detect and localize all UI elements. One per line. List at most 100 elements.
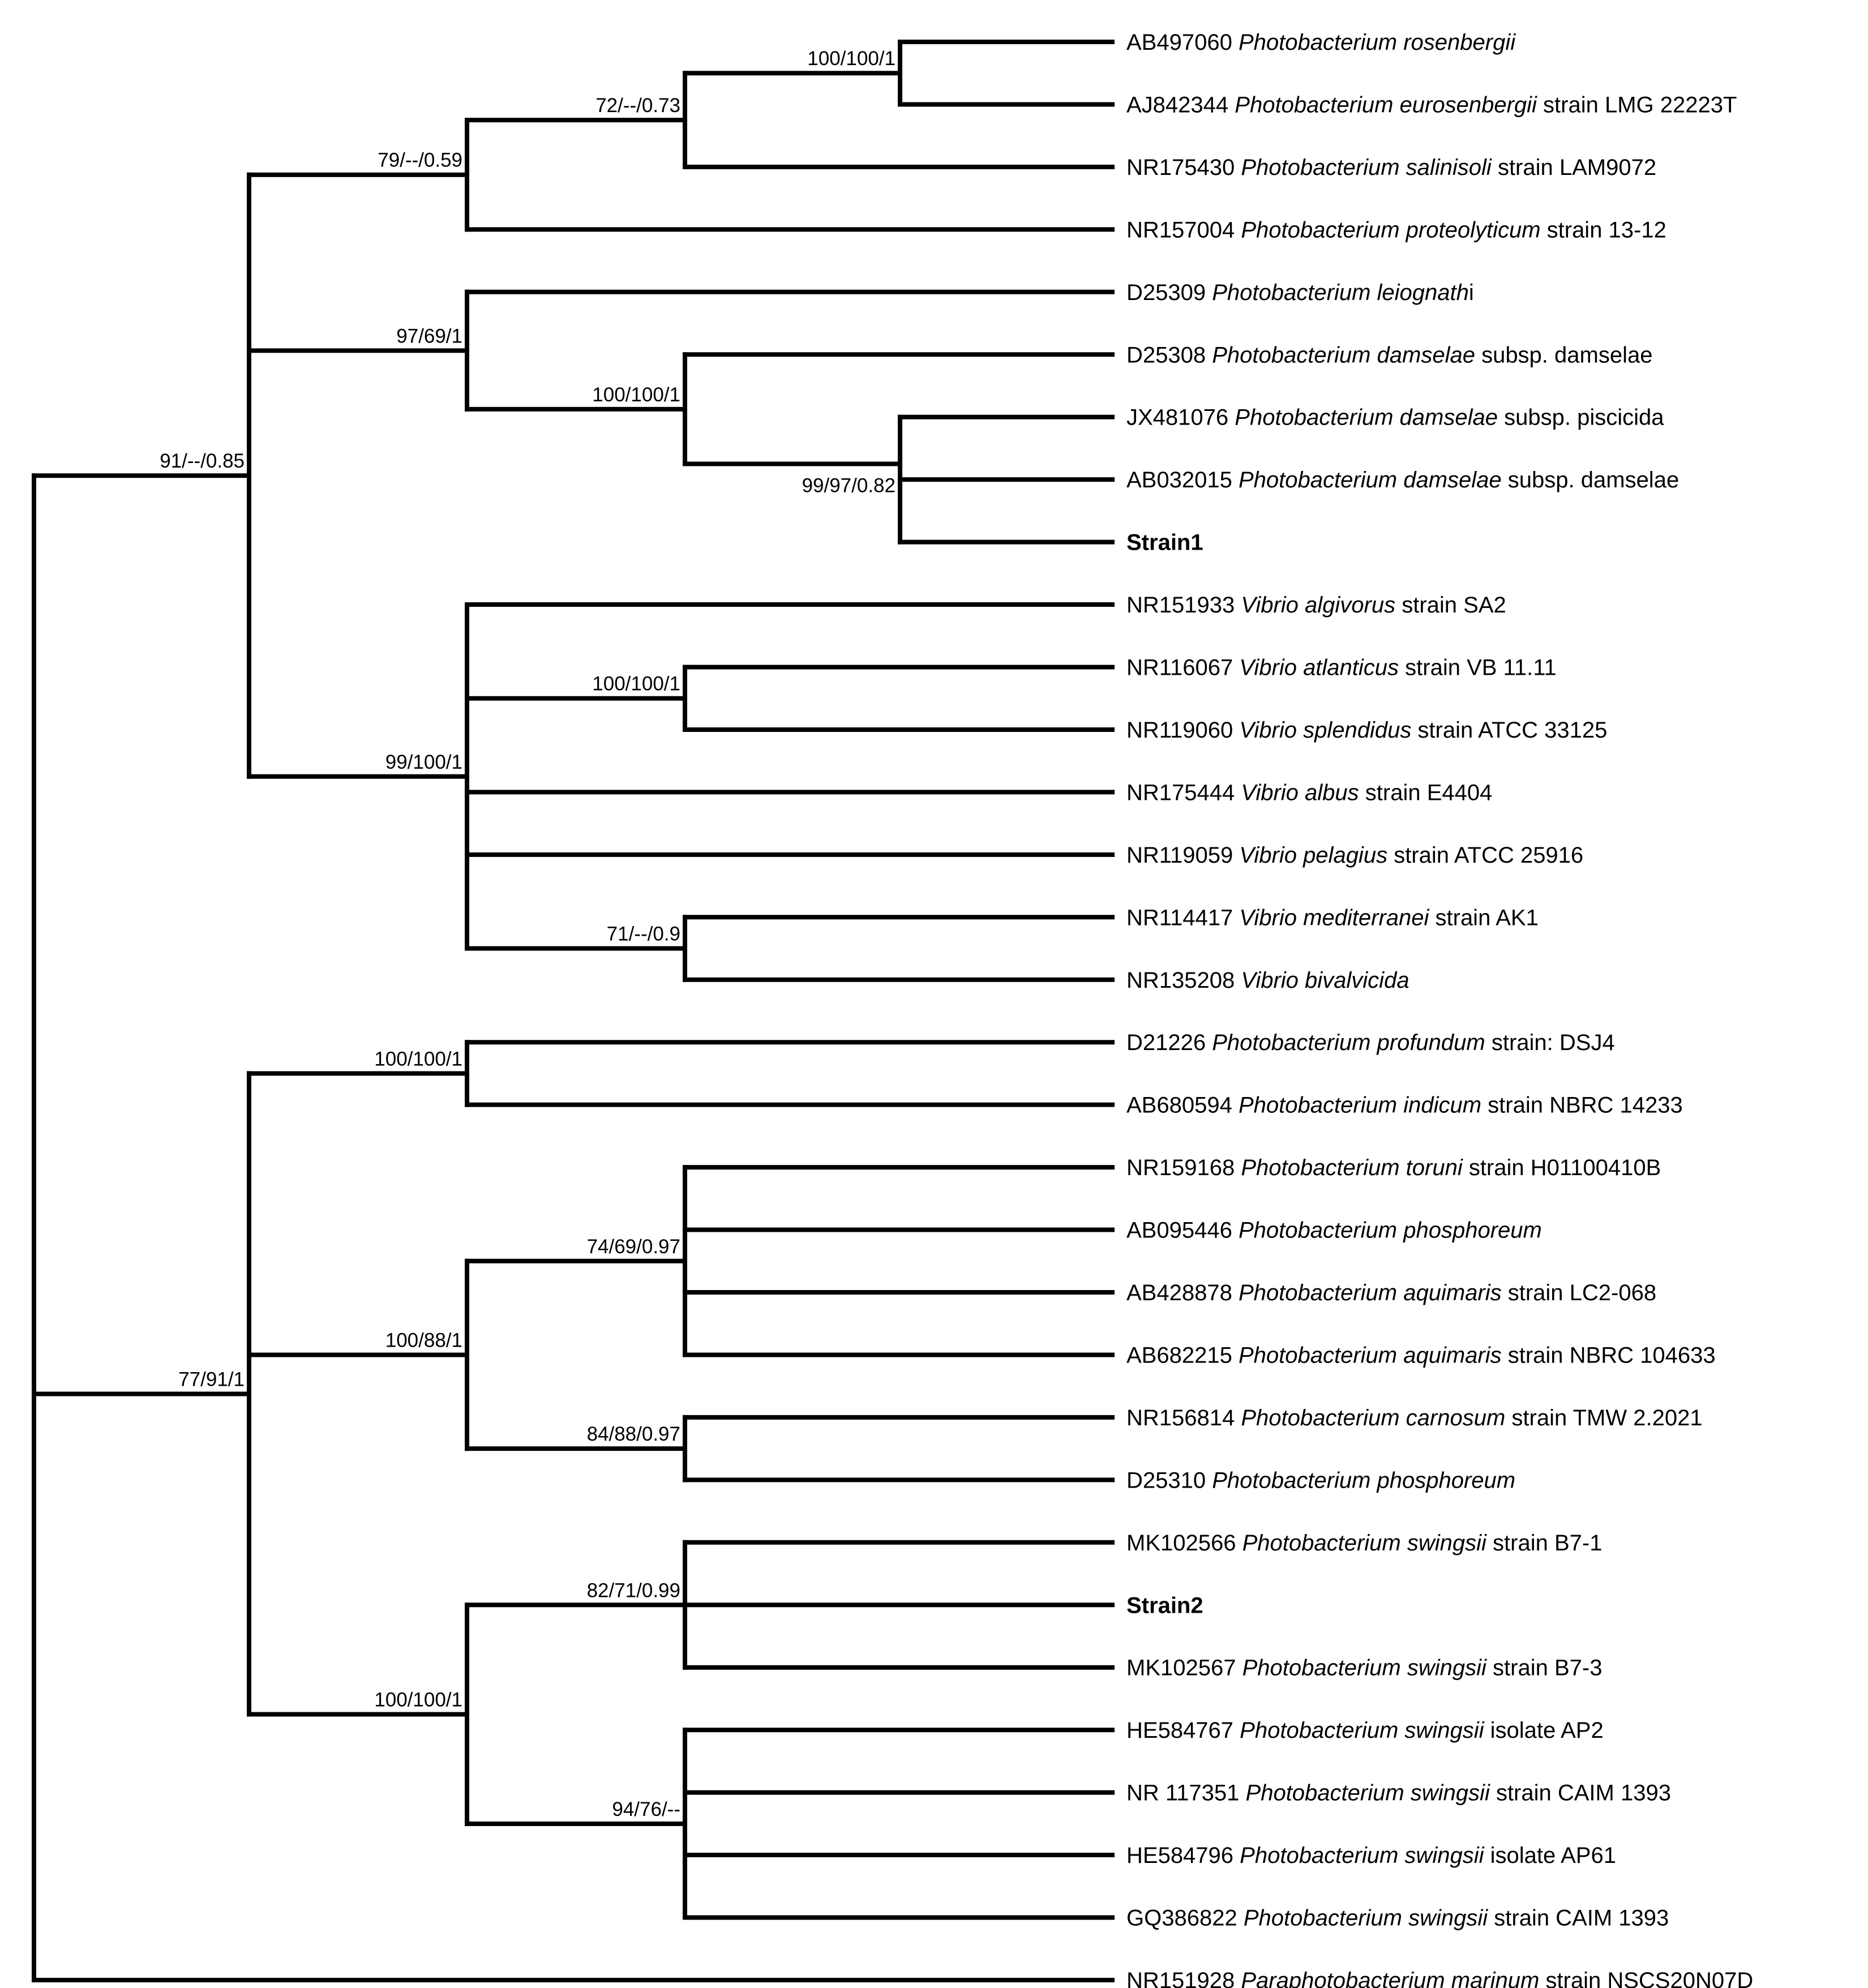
support-value: 100/88/1 [385, 1329, 462, 1351]
species-name: Photobacterium aquimaris [1239, 1343, 1502, 1368]
support-value: 100/100/1 [592, 673, 680, 695]
accession-number: AB095446 [1126, 1218, 1239, 1243]
accession-number: NR151928 [1126, 1968, 1241, 1988]
species-name: Photobacterium swingsii [1246, 1781, 1490, 1806]
accession-number: HE584796 [1126, 1843, 1240, 1868]
strain-suffix: strain: DSJ4 [1485, 1030, 1615, 1055]
accession-number: NR114417 [1126, 905, 1239, 930]
tip-label: D25308 Photobacterium damselae subsp. da… [1126, 342, 1652, 367]
tip-label: NR114417 Vibrio mediterranei strain AK1 [1126, 905, 1539, 930]
tip-label: MK102566 Photobacterium swingsii strain … [1126, 1531, 1602, 1556]
tip-label: NR151933 Vibrio algivorus strain SA2 [1126, 593, 1506, 618]
accession-number: NR119059 [1126, 843, 1239, 868]
species-name: Photobacterium phosphoreum [1212, 1468, 1515, 1493]
support-value: 94/76/-- [612, 1798, 680, 1820]
accession-number: MK102566 [1126, 1531, 1243, 1556]
tip-label: HE584767 Photobacterium swingsii isolate… [1126, 1718, 1604, 1743]
tip-label: AJ842344 Photobacterium eurosenbergii st… [1126, 92, 1737, 117]
accession-number: NR175444 [1126, 780, 1241, 805]
support-value: 99/100/1 [385, 751, 462, 773]
strain-suffix: subsp. damselae [1475, 342, 1653, 367]
species-name: Photobacterium toruni [1241, 1155, 1463, 1180]
species-name: Photobacterium damselae [1212, 342, 1475, 367]
species-name: Photobacterium swingsii [1243, 1656, 1487, 1681]
accession-number: NR116067 [1126, 655, 1239, 680]
species-name: Vibrio mediterranei [1239, 905, 1429, 930]
species-name: Vibrio atlanticus [1239, 655, 1399, 680]
strain-suffix: strain NBRC 104633 [1502, 1343, 1716, 1368]
support-value: 100/100/1 [592, 384, 680, 406]
tip-label: AB680594 Photobacterium indicum strain N… [1126, 1093, 1683, 1118]
species-name: Photobacterium salinisoli [1241, 155, 1492, 180]
support-value: 97/69/1 [396, 325, 462, 347]
species-name: Photobacterium damselae [1235, 405, 1498, 430]
tip-label: NR116067 Vibrio atlanticus strain VB 11.… [1126, 655, 1557, 680]
tip-label: Strain2 [1126, 1593, 1203, 1618]
strain-suffix: strain LMG 22223T [1537, 92, 1737, 117]
strain-suffix: i [1469, 280, 1474, 305]
species-name: Vibrio pelagius [1239, 843, 1387, 868]
strain-suffix: strain NSCS20N07D [1539, 1968, 1753, 1988]
strain-suffix: isolate AP2 [1484, 1718, 1603, 1743]
strain-suffix: strain ATCC 33125 [1411, 718, 1607, 743]
strain-suffix: isolate AP61 [1484, 1843, 1616, 1868]
species-name: Paraphotobacterium marinum [1241, 1968, 1539, 1988]
strain-suffix: strain LC2-068 [1502, 1280, 1656, 1305]
accession-number: AB682215 [1126, 1343, 1239, 1368]
support-value: 100/100/1 [374, 1689, 462, 1711]
tip-label-layer: AB497060 Photobacterium rosenbergiiAJ842… [1126, 30, 1753, 1988]
strain-suffix: strain ATCC 25916 [1387, 843, 1583, 868]
support-value: 99/97/0.82 [802, 475, 896, 497]
species-name: Vibrio splendidus [1239, 718, 1411, 743]
species-name: Photobacterium damselae [1239, 468, 1502, 492]
accession-number: D25308 [1126, 342, 1212, 367]
tip-label: D21226 Photobacterium profundum strain: … [1126, 1030, 1615, 1055]
strain-suffix: strain SA2 [1395, 593, 1506, 618]
strain-suffix: strain B7-1 [1486, 1531, 1603, 1556]
tip-label: NR119059 Vibrio pelagius strain ATCC 259… [1126, 843, 1583, 868]
accession-number: NR175430 [1126, 155, 1241, 180]
species-name: Photobacterium eurosenbergii [1235, 92, 1537, 117]
species-name: Photobacterium swingsii [1244, 1906, 1488, 1931]
support-value: 79/--/0.59 [378, 149, 462, 172]
tip-label: D25309 Photobacterium leiognathi [1126, 280, 1474, 305]
strain-suffix: strain AK1 [1429, 905, 1538, 930]
tip-label: JX481076 Photobacterium damselae subsp. … [1126, 405, 1664, 430]
tip-label: AB682215 Photobacterium aquimaris strain… [1126, 1343, 1716, 1368]
species-name: Photobacterium aquimaris [1239, 1280, 1502, 1305]
tip-label: NR156814 Photobacterium carnosum strain … [1126, 1406, 1703, 1430]
support-value: 82/71/0.99 [587, 1579, 680, 1601]
strain-suffix: strain B7-3 [1486, 1656, 1603, 1681]
tip-label: NR135208 Vibrio bivalvicida [1126, 968, 1409, 993]
tip-label: NR119060 Vibrio splendidus strain ATCC 3… [1126, 718, 1607, 743]
accession-number: D21226 [1126, 1030, 1212, 1055]
accession-number: AB680594 [1126, 1093, 1239, 1118]
accession-number: NR157004 [1126, 217, 1241, 242]
support-value: 74/69/0.97 [587, 1236, 680, 1258]
species-name: Photobacterium swingsii [1240, 1843, 1484, 1868]
support-value: 77/91/1 [178, 1368, 245, 1390]
tip-label: D25310 Photobacterium phosphoreum [1126, 1468, 1515, 1493]
accession-number: D25310 [1126, 1468, 1212, 1493]
accession-number: AB032015 [1126, 468, 1239, 492]
accession-number: JX481076 [1126, 405, 1235, 430]
tip-label: NR175444 Vibrio albus strain E4404 [1126, 780, 1492, 805]
strain-suffix: subsp. damselae [1502, 468, 1680, 492]
accession-number: AJ842344 [1126, 92, 1235, 117]
species-name: Vibrio bivalvicida [1241, 968, 1409, 993]
tip-label: NR157004 Photobacterium proteolyticum st… [1126, 217, 1666, 242]
species-name: Photobacterium swingsii [1243, 1531, 1487, 1556]
species-name: Photobacterium profundum [1212, 1030, 1485, 1055]
tip-label: AB032015 Photobacterium damselae subsp. … [1126, 468, 1679, 492]
accession-number: NR135208 [1126, 968, 1241, 993]
accession-number: NR 117351 [1126, 1781, 1246, 1806]
support-value: 91/--/0.85 [160, 450, 245, 472]
tip-label: NR159168 Photobacterium toruni strain H0… [1126, 1155, 1661, 1180]
species-name: Photobacterium swingsii [1240, 1718, 1484, 1743]
accession-number: AB497060 [1126, 30, 1239, 55]
accession-number: D25309 [1126, 280, 1212, 305]
tip-label: NR 117351 Photobacterium swingsii strain… [1126, 1781, 1671, 1806]
branch-layer [32, 40, 1115, 1982]
strain-suffix: subsp. piscicida [1498, 405, 1664, 430]
support-value: 84/88/0.97 [587, 1423, 680, 1445]
